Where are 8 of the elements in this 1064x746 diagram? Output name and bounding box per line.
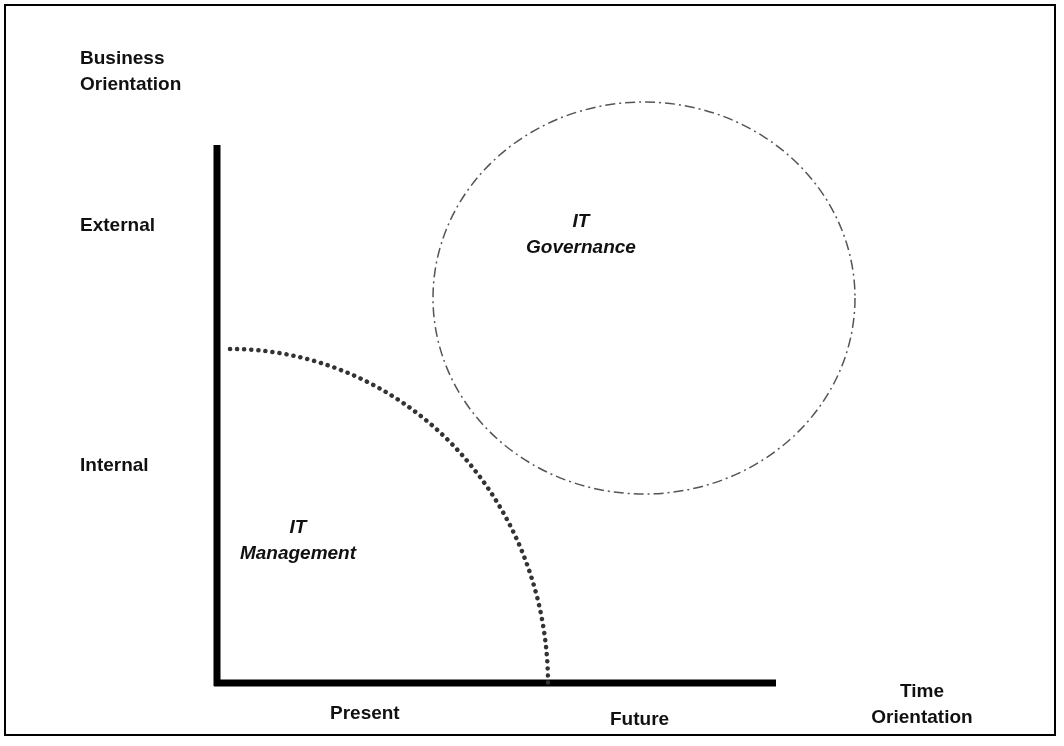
axis-value-label: Internal xyxy=(80,453,150,477)
axis-value-label: Future xyxy=(610,707,671,731)
region-label: IT Management xyxy=(238,515,358,565)
axis-value-label: External xyxy=(80,213,156,237)
axis-title: Time Orientation xyxy=(870,679,974,729)
region-label: IT Governance xyxy=(525,209,637,259)
axis-title: Business Orientation xyxy=(80,46,183,96)
axis-value-label: Present xyxy=(330,701,401,725)
